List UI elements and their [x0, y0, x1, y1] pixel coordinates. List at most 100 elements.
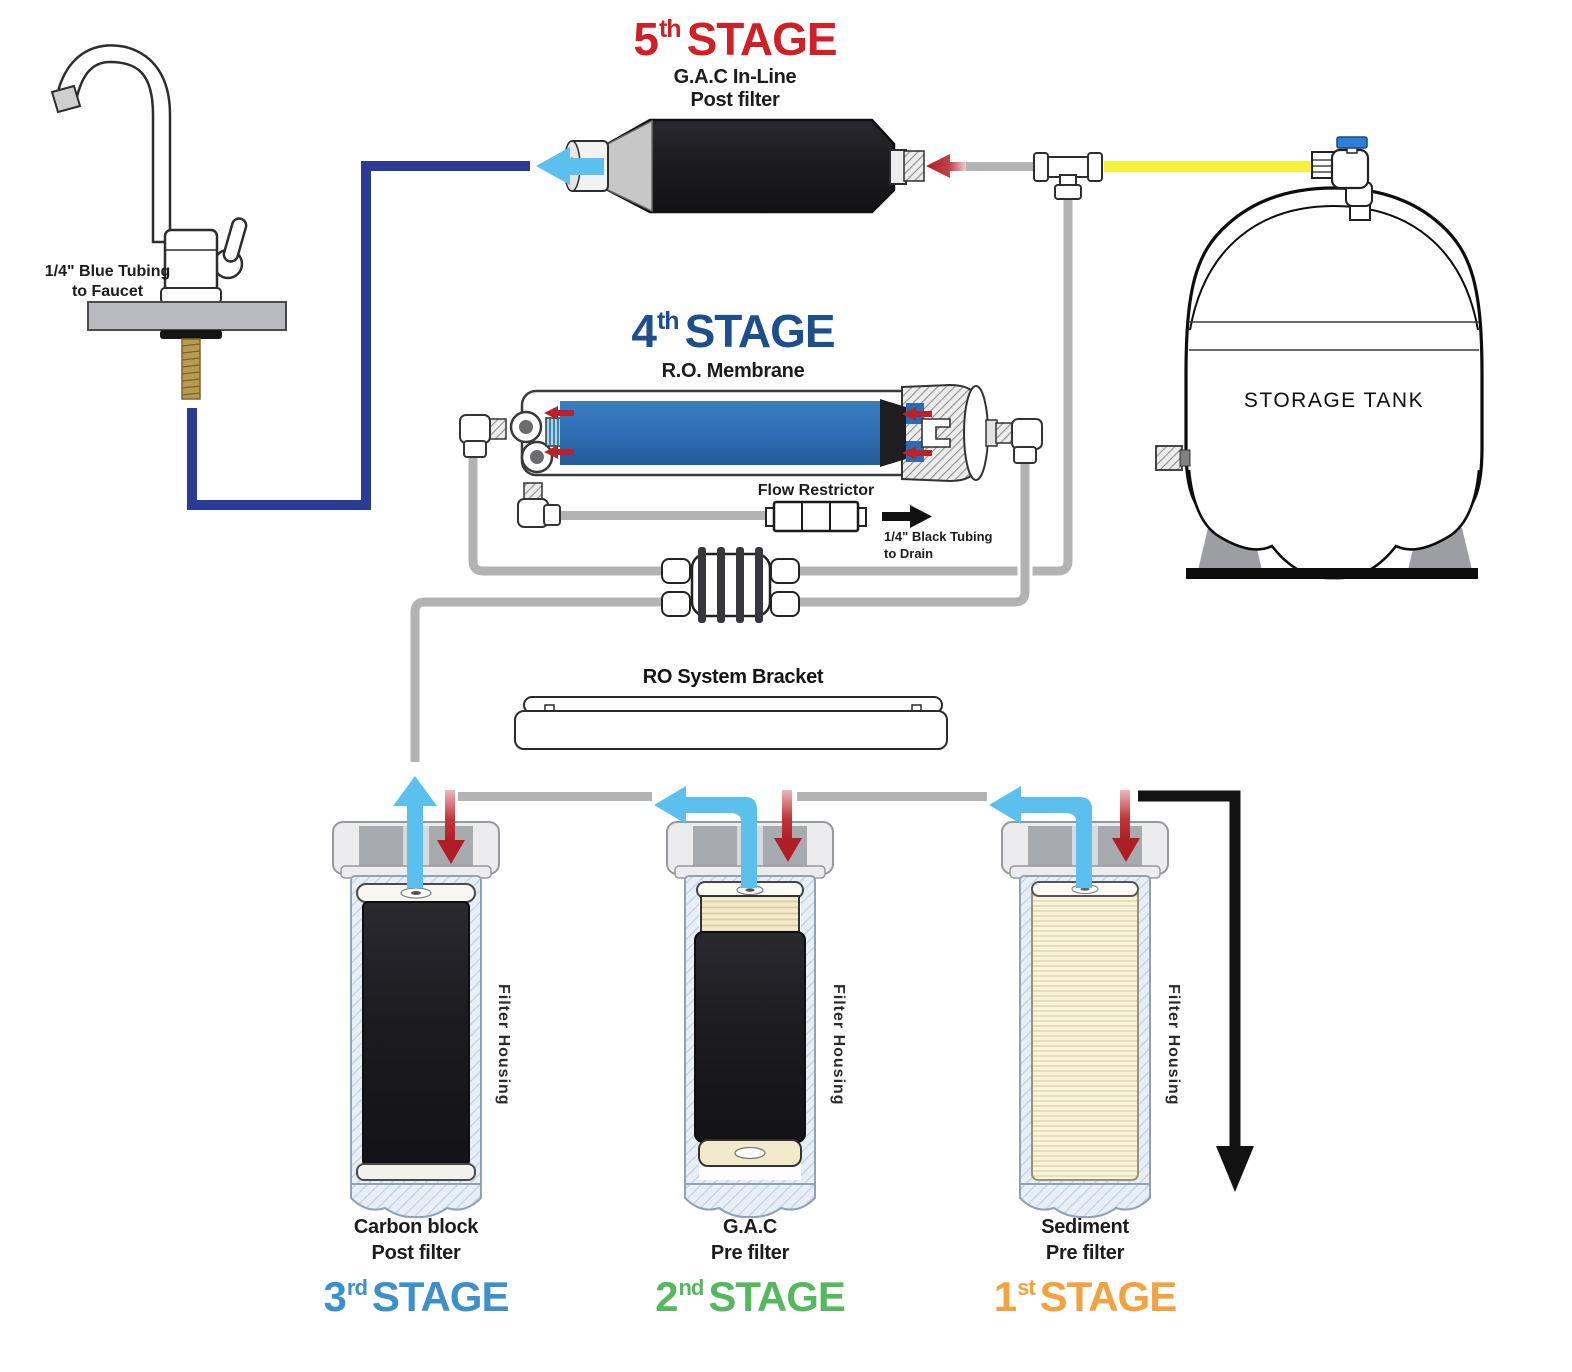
faucet-spout-tip [50, 84, 82, 114]
drain-label-2: to Drain [884, 546, 934, 561]
stage3-number: 3 [323, 1273, 347, 1320]
stage3-name-1: Carbon block [353, 1216, 479, 1238]
membrane-flow-arrows [544, 406, 932, 460]
flow-restrictor-label: Flow Restrictor [757, 482, 875, 499]
stage3-filter-housing [332, 821, 500, 1219]
yellow-tubing [1104, 161, 1316, 172]
faucet [50, 44, 287, 400]
gac-cartridge [694, 931, 806, 1143]
bracket-label: RO System Bracket [642, 666, 824, 688]
counter-plate [87, 301, 287, 331]
postfilter-supply-tube [410, 597, 664, 762]
membrane-feed-tube [468, 453, 664, 576]
membrane-notch-connector [921, 418, 951, 448]
valve-body [1330, 148, 1370, 190]
faucet-spout [55, 44, 172, 244]
blue-tubing [187, 161, 530, 510]
stage5-ordinal: th [658, 15, 682, 43]
membrane-brine-seal [880, 399, 906, 467]
tank-dome-seam [1189, 204, 1479, 331]
faucet-tubing-label-1: 1/4" Blue Tubing [44, 263, 171, 280]
tank-side-port [1155, 445, 1183, 471]
stage2-number: 2 [655, 1273, 678, 1320]
stage3-name-2: Post filter [371, 1242, 461, 1264]
stage2-housing-label: Filter Housing [830, 984, 847, 1106]
stage1-to-stage2-tube [797, 792, 987, 801]
sediment-cartridge [1031, 887, 1139, 1181]
stage3-in-arrow-icon [437, 840, 465, 864]
storage-tank [1155, 136, 1484, 580]
stage5-word: STAGE [686, 13, 838, 65]
flow-restrictor [765, 500, 867, 533]
stage1-ordinal: st [1017, 1275, 1036, 1300]
stage2-to-stage3-tube [458, 792, 652, 801]
membrane-right-elbow [995, 418, 1043, 464]
down-arrow-icon [1216, 1146, 1254, 1192]
valve-nut [1311, 151, 1335, 179]
valve-ribs [698, 547, 763, 623]
tank-valve [1311, 136, 1373, 221]
stage2-ordinal: nd [678, 1275, 704, 1300]
gac-ribbed-collar [700, 895, 800, 935]
drain-arrow [882, 505, 932, 528]
filter-gray-end [603, 119, 653, 213]
ro-system-bracket [514, 696, 948, 750]
stage4-number: 4 [631, 305, 657, 357]
stage4-word: STAGE [684, 305, 836, 357]
tee-fitting [1033, 152, 1103, 200]
clean-water-arrow-icon [536, 147, 604, 185]
stage2-name-1: G.A.C [722, 1216, 778, 1238]
drain-label-1: 1/4" Black Tubing [884, 529, 993, 544]
waste-tube [558, 511, 772, 520]
stage2-in-arrow-icon [774, 838, 802, 862]
storage-tank-label: STORAGE TANK [1243, 389, 1425, 412]
stage5-number: 5 [633, 13, 659, 65]
stage1-number: 1 [993, 1273, 1017, 1320]
membrane-body [560, 401, 880, 465]
ro-membrane [459, 383, 1043, 528]
stage5-subtitle-1: G.A.C In-Line [673, 66, 797, 88]
housing-flow-arrows [393, 776, 1140, 888]
permeate-tube [797, 463, 1030, 607]
stage3-out-arrow-icon [393, 776, 437, 888]
filter-right-nut [903, 150, 925, 182]
tank-base [1186, 568, 1478, 579]
faucet-threaded-stem [181, 338, 201, 400]
stage4-ordinal: th [656, 307, 680, 335]
stage1-name-1: Sediment [1041, 1216, 1129, 1238]
black-feed-line [1138, 790, 1254, 1192]
stage2-name-2: Pre filter [710, 1242, 790, 1264]
membrane-left-elbow [459, 414, 507, 458]
membrane-waste-elbow [517, 482, 561, 528]
right-arrow-icon [910, 505, 932, 528]
stage3-word: STAGE [371, 1273, 510, 1320]
stage5-subtitle-2: Post filter [690, 89, 780, 111]
faucet-tubing-label-2: to Faucet [71, 283, 144, 300]
faucet-gasket [160, 330, 222, 339]
faucet-handle [222, 217, 248, 263]
stage3-ordinal: rd [346, 1275, 368, 1300]
stage5-inline-filter [536, 118, 966, 214]
stage1-housing-label: Filter Housing [1165, 984, 1182, 1106]
stage2-filter-housing [666, 821, 834, 1219]
stage3-housing-label: Filter Housing [495, 984, 512, 1106]
tubing-lines [410, 162, 1073, 801]
shutoff-valve [661, 547, 800, 623]
stage1-out-arrow-icon [989, 786, 1092, 888]
tank-line-tube [797, 198, 1073, 576]
stage1-in-arrow-icon [1112, 838, 1140, 862]
stage4-subtitle: R.O. Membrane [661, 360, 805, 382]
stage1-name-2: Pre filter [1045, 1242, 1125, 1264]
feed-water-arrow-icon [926, 154, 966, 178]
stage2-word: STAGE [708, 1273, 846, 1320]
valve-handle [1336, 136, 1368, 149]
stage1-word: STAGE [1039, 1273, 1178, 1320]
carbon-block-cartridge [362, 901, 470, 1167]
